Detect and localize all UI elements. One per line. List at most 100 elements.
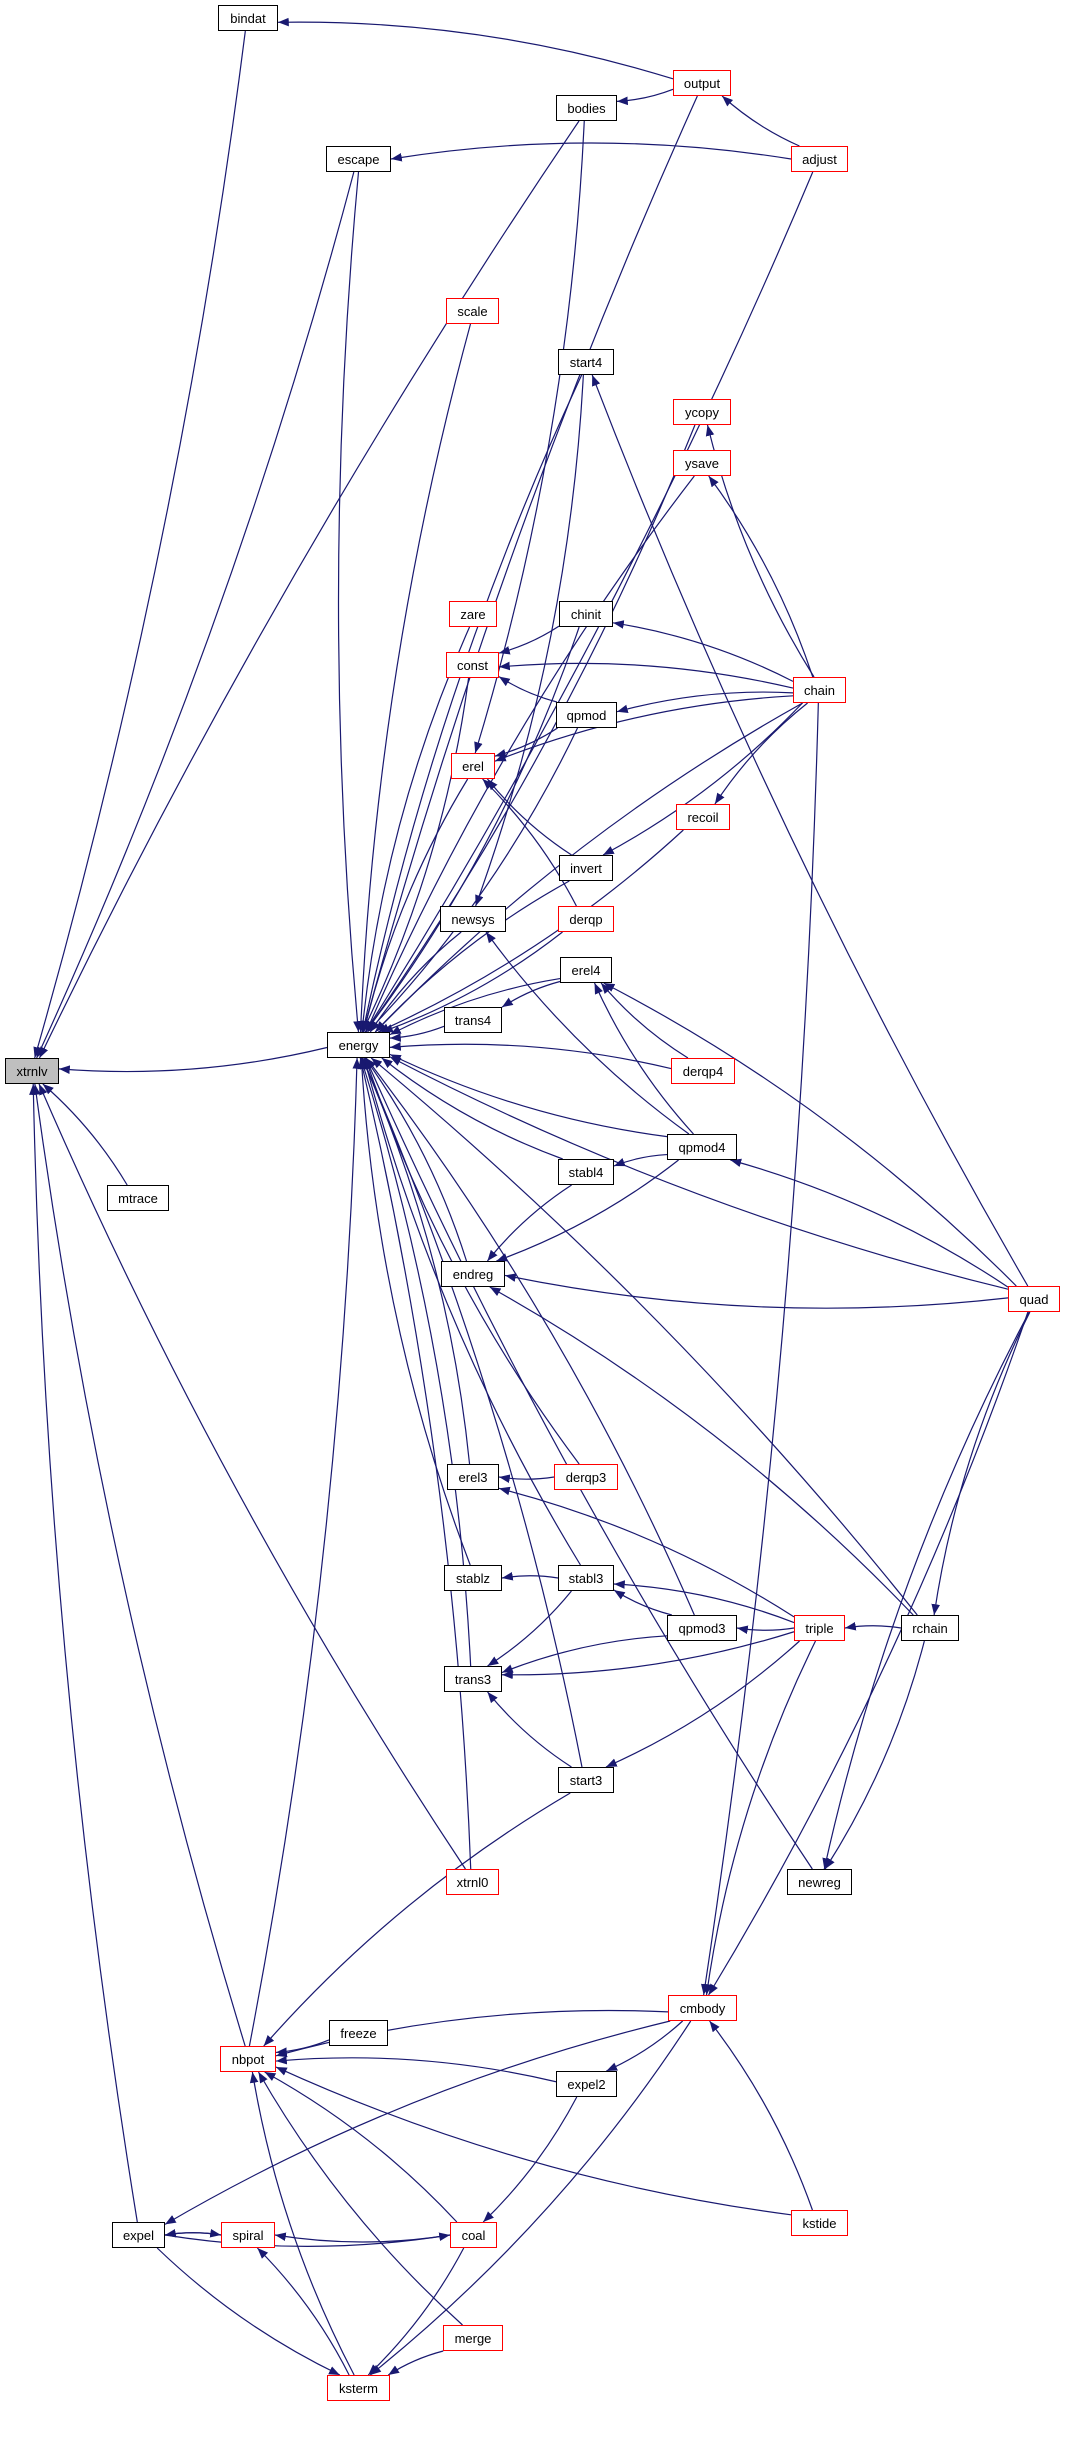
edge-qpmod-to-energy [367, 727, 579, 1033]
node-output[interactable]: output [673, 70, 731, 96]
edge-triple-to-start3 [605, 1640, 800, 1768]
node-escape[interactable]: escape [326, 146, 391, 172]
node-xtrnl0[interactable]: xtrnl0 [446, 1869, 499, 1895]
edge-ksterm-to-nbpot [249, 2071, 355, 2376]
node-triple[interactable]: triple [794, 1615, 845, 1641]
node-label: qpmod4 [678, 1139, 726, 1155]
node-coal[interactable]: coal [450, 2222, 497, 2248]
edge-merge-to-nbpot [257, 2071, 463, 2326]
node-const[interactable]: const [446, 652, 499, 678]
node-qpmod[interactable]: qpmod [556, 702, 617, 728]
node-ycopy[interactable]: ycopy [673, 399, 731, 425]
edge-quad-to-newreg [822, 1311, 1030, 1870]
node-expel2[interactable]: expel2 [556, 2071, 617, 2097]
node-trans4[interactable]: trans4 [444, 1007, 502, 1033]
node-stabl3[interactable]: stabl3 [558, 1565, 614, 1591]
node-label: newsys [451, 911, 495, 927]
edge-nbpot-to-energy [248, 1057, 362, 2047]
node-start4[interactable]: start4 [558, 349, 614, 375]
node-label: ycopy [685, 404, 719, 420]
node-start3[interactable]: start3 [558, 1767, 614, 1793]
node-endreg[interactable]: endreg [441, 1261, 505, 1287]
node-energy[interactable]: energy [327, 1032, 390, 1058]
node-expel[interactable]: expel [112, 2222, 165, 2248]
edge-stabl4-to-energy [381, 1057, 563, 1160]
edge-spiral-to-expel [164, 2229, 222, 2238]
edge-quad-to-energy [389, 1056, 1009, 1290]
edge-energy-to-xtrnlv [58, 1046, 328, 1075]
node-cmbody[interactable]: cmbody [668, 1995, 737, 2021]
edge-nbpot-to-xtrnlv [32, 1083, 246, 2047]
edge-cmbody-to-nbpot [275, 2009, 669, 2058]
edge-freeze-to-nbpot [275, 2039, 330, 2056]
edge-endreg-to-energy [364, 1057, 468, 1262]
node-nbpot[interactable]: nbpot [220, 2046, 276, 2072]
node-stablz[interactable]: stablz [444, 1565, 502, 1591]
node-label: rchain [912, 1620, 948, 1636]
edge-stablz-to-energy [357, 1057, 471, 1566]
node-trans3[interactable]: trans3 [444, 1666, 502, 1692]
node-scale[interactable]: scale [446, 298, 499, 324]
node-erel4[interactable]: erel4 [560, 957, 612, 983]
node-label: trans4 [454, 1012, 492, 1028]
node-stabl4[interactable]: stabl4 [558, 1159, 614, 1185]
node-ysave[interactable]: ysave [673, 450, 731, 476]
node-derqp[interactable]: derqp [558, 906, 614, 932]
node-kstide[interactable]: kstide [791, 2210, 848, 2236]
node-adjust[interactable]: adjust [791, 146, 848, 172]
node-label: stablz [456, 1570, 490, 1586]
edge-chinit-to-const [498, 625, 560, 655]
edge-chinit-to-energy [364, 626, 580, 1033]
edge-adjust-to-escape [390, 142, 792, 162]
node-qpmod4[interactable]: qpmod4 [667, 1134, 737, 1160]
node-chain[interactable]: chain [793, 677, 846, 703]
node-bodies[interactable]: bodies [556, 95, 617, 121]
edge-derqp4-to-erel4 [600, 982, 689, 1059]
node-newreg[interactable]: newreg [787, 1869, 852, 1895]
edge-recoil-to-energy [377, 829, 684, 1033]
node-label: newreg [798, 1874, 841, 1890]
edge-expel2-to-nbpot [275, 2055, 557, 2083]
edge-qpmod3-to-trans3 [501, 1635, 668, 1674]
node-erel3[interactable]: erel3 [447, 1464, 499, 1490]
edge-chain-to-qpmod [616, 691, 794, 714]
node-label: invert [570, 860, 602, 876]
node-zare[interactable]: zare [449, 601, 497, 627]
edge-qpmod4-to-endreg [496, 1159, 679, 1262]
node-recoil[interactable]: recoil [676, 804, 730, 830]
edge-xtrnl0-to-xtrnlv [38, 1083, 466, 1870]
edge-start3-to-trans3 [487, 1691, 572, 1768]
node-freeze[interactable]: freeze [329, 2020, 388, 2046]
node-derqp3[interactable]: derqp3 [554, 1464, 618, 1490]
edge-rchain-to-newreg [824, 1640, 925, 1870]
edge-rchain-to-endreg [489, 1286, 914, 1616]
edge-chain-to-recoil [714, 702, 808, 805]
edge-expel2-to-coal [482, 2096, 578, 2223]
node-label: kstide [802, 2215, 837, 2231]
node-chinit[interactable]: chinit [559, 601, 613, 627]
edge-kstide-to-nbpot [275, 2066, 792, 2216]
edge-coal-to-ksterm [367, 2247, 465, 2376]
node-invert[interactable]: invert [559, 855, 613, 881]
edge-ycopy-to-energy [365, 424, 696, 1033]
node-newsys[interactable]: newsys [440, 906, 506, 932]
node-derqp4[interactable]: derqp4 [671, 1058, 735, 1084]
edge-quad-to-erel4 [603, 982, 1017, 1287]
node-label: adjust [802, 151, 837, 167]
node-quad[interactable]: quad [1008, 1286, 1060, 1312]
node-rchain[interactable]: rchain [901, 1615, 959, 1641]
node-label: derqp [569, 911, 603, 927]
node-ksterm[interactable]: ksterm [327, 2375, 390, 2401]
node-mtrace[interactable]: mtrace [107, 1185, 169, 1211]
node-spiral[interactable]: spiral [221, 2222, 275, 2248]
node-label: nbpot [231, 2051, 265, 2067]
node-merge[interactable]: merge [443, 2325, 503, 2351]
edge-cmbody-to-expel [164, 2020, 671, 2225]
edge-ysave-to-energy [365, 475, 695, 1033]
edge-qpmod4-to-energy [389, 1053, 668, 1138]
node-label: erel [462, 758, 484, 774]
node-erel[interactable]: erel [451, 753, 495, 779]
edge-chain-to-chinit [612, 620, 794, 682]
node-bindat[interactable]: bindat [218, 5, 278, 31]
node-qpmod3[interactable]: qpmod3 [667, 1615, 737, 1641]
